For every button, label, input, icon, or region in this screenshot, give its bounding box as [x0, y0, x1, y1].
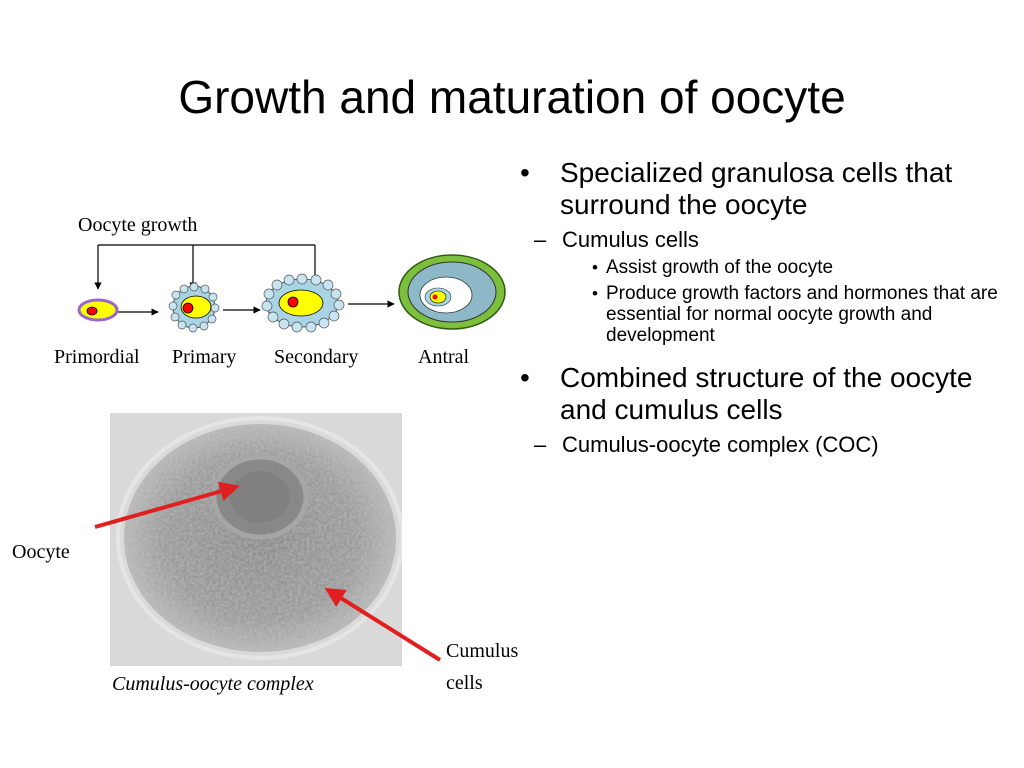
stage-label-primary: Primary	[172, 346, 237, 368]
slide-title: Growth and maturation of oocyte	[178, 71, 846, 123]
stage-label-antral: Antral	[418, 346, 470, 368]
bullet-2: •Combined structure of the oocyte and cu…	[520, 362, 973, 425]
primary-follicle	[168, 282, 220, 333]
stage-label-secondary: Secondary	[274, 346, 359, 368]
antral-follicle	[398, 254, 506, 330]
bullet-1-sub-1-item-2: •Produce growth factors and hormones tha…	[592, 283, 998, 346]
cumulus-cells-label: Cumulus cells	[446, 635, 518, 699]
stage-arrows	[117, 300, 395, 316]
oocyte-growth-label: Oocyte growth	[78, 214, 198, 236]
follicle-diagram	[77, 244, 506, 333]
bullet-1-sub-1: –Cumulus cells	[534, 227, 699, 252]
bullet-list: •Specialized granulosa cells that surrou…	[520, 155, 1000, 457]
cumulus-oocyte-micrograph	[110, 413, 402, 666]
photo-caption: Cumulus-oocyte complex	[112, 673, 314, 695]
stage-label-primordial: Primordial	[54, 346, 140, 368]
cumulus-label-line1: Cumulus	[446, 640, 519, 662]
bullet-1: •Specialized granulosa cells that surrou…	[520, 157, 953, 220]
secondary-follicle	[261, 273, 345, 333]
cumulus-label-line2: cells	[446, 672, 483, 694]
oocyte-label: Oocyte	[12, 541, 70, 563]
bullet-1-sub-1-item-1: •Assist growth of the oocyte	[592, 257, 834, 278]
primordial-follicle	[77, 298, 119, 322]
bullet-2-sub-1: –Cumulus-oocyte complex (COC)	[534, 432, 879, 457]
